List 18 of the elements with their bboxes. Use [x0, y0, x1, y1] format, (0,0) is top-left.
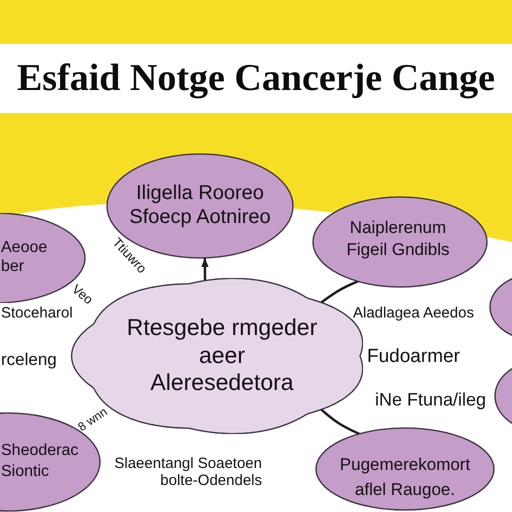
topic-ellipse: [315, 427, 495, 511]
connector-line: [320, 408, 360, 436]
floating-label: 8 wnn: [76, 405, 110, 435]
floating-label: Aladlagea Aeedos: [353, 304, 474, 322]
node-text: Rtesgebe rmgeder aeer Aleresedetora: [126, 314, 318, 397]
floating-label: Slaeentangl Soaetoen bolte-Odendels: [114, 454, 262, 490]
arrow: [201, 256, 209, 282]
floating-label: Fudoarmer: [367, 346, 460, 368]
floating-label: iNe Ftuna/ileg: [375, 390, 486, 410]
connector-line: [320, 280, 360, 304]
node-text: Naiplerenum Figeil Gndibls: [346, 217, 450, 262]
node-text: Pugemerekomort aflel Raugoe.: [340, 454, 470, 501]
node-text: Sheoderac Siontic: [1, 441, 78, 482]
diagram-title: Esfaid Notge Cancerje Cange: [16, 58, 496, 100]
floating-label: rceleng: [1, 350, 57, 370]
topic-ellipse: [312, 196, 488, 288]
node-text: Aeooe ber: [1, 238, 48, 276]
node-text: Iligella Rooreo Sfoecp Aotnireo: [129, 181, 271, 229]
